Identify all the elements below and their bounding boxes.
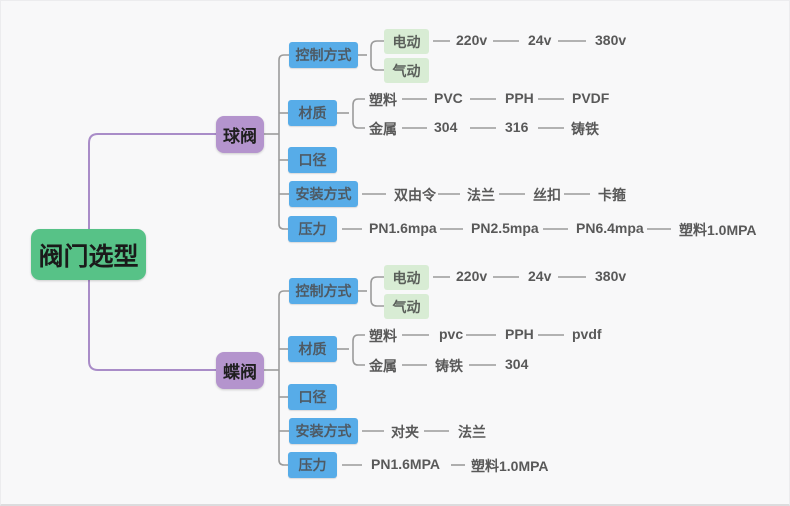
node-butterfly-diameter[interactable]: 口径 [288,384,337,410]
node-ball-plastic-pvdf[interactable]: PVDF [572,90,610,106]
node-ball-material[interactable]: 材质 [288,100,337,126]
node-ball-metal-316[interactable]: 316 [505,119,529,135]
node-ball-install-flange[interactable]: 法兰 [467,187,495,203]
node-ball-pressure[interactable]: 压力 [288,216,337,242]
node-ball-diameter[interactable]: 口径 [288,147,337,173]
node-ball-pneumatic[interactable]: 气动 [384,58,429,83]
branch-node-ball-valve[interactable]: 球阀 [216,116,264,153]
node-butterfly-plastic-pvc[interactable]: pvc [439,326,464,342]
node-butterfly-pressure-pn16[interactable]: PN1.6MPA [371,456,440,472]
node-ball-plastic-pvc[interactable]: PVC [434,90,463,106]
node-butterfly-pressure-plastic10[interactable]: 塑料1.0MPA [471,458,549,474]
branch-node-butterfly-valve[interactable]: 蝶阀 [216,352,264,389]
node-butterfly-voltage-220v[interactable]: 220v [456,268,488,284]
node-butterfly-plastic-pvdf[interactable]: pvdf [572,326,602,342]
node-ball-plastic[interactable]: 塑料 [369,92,397,108]
node-butterfly-install-flange[interactable]: 法兰 [458,424,486,440]
node-ball-install-clamp[interactable]: 卡箍 [598,187,626,203]
node-ball-pressure-pn64[interactable]: PN6.4mpa [576,220,644,236]
node-ball-pressure-pn16[interactable]: PN1.6mpa [369,220,437,236]
node-butterfly-metal-304[interactable]: 304 [505,356,529,372]
node-butterfly-voltage-380v[interactable]: 380v [595,268,627,284]
node-ball-install-union[interactable]: 双由令 [394,187,436,203]
node-butterfly-install-method[interactable]: 安装方式 [289,418,358,444]
node-ball-install-method[interactable]: 安装方式 [289,181,358,207]
node-butterfly-metal-cast-iron[interactable]: 铸铁 [435,358,463,374]
node-ball-voltage-24v[interactable]: 24v [528,32,552,48]
node-ball-plastic-pph[interactable]: PPH [505,90,534,106]
node-butterfly-install-wafer[interactable]: 对夹 [391,424,419,440]
node-butterfly-plastic-pph[interactable]: PPH [505,326,534,342]
node-butterfly-voltage-24v[interactable]: 24v [528,268,552,284]
node-butterfly-pressure[interactable]: 压力 [288,452,337,478]
node-ball-pressure-plastic10[interactable]: 塑料1.0MPA [679,222,757,238]
root-node[interactable]: 阀门选型 [31,229,146,280]
node-ball-voltage-380v[interactable]: 380v [595,32,627,48]
node-butterfly-material[interactable]: 材质 [288,336,337,362]
node-ball-voltage-220v[interactable]: 220v [456,32,488,48]
node-butterfly-metal[interactable]: 金属 [369,358,397,374]
node-ball-metal[interactable]: 金属 [369,121,397,137]
node-ball-metal-cast-iron[interactable]: 铸铁 [571,121,599,137]
node-ball-install-thread[interactable]: 丝扣 [533,187,561,203]
node-butterfly-control-method[interactable]: 控制方式 [289,278,358,304]
node-butterfly-electric[interactable]: 电动 [384,265,429,290]
node-ball-metal-304[interactable]: 304 [434,119,458,135]
node-ball-electric[interactable]: 电动 [384,29,429,54]
node-ball-pressure-pn25[interactable]: PN2.5mpa [471,220,539,236]
node-butterfly-pneumatic[interactable]: 气动 [384,294,429,319]
node-ball-control-method[interactable]: 控制方式 [289,42,358,68]
node-butterfly-plastic[interactable]: 塑料 [369,328,397,344]
